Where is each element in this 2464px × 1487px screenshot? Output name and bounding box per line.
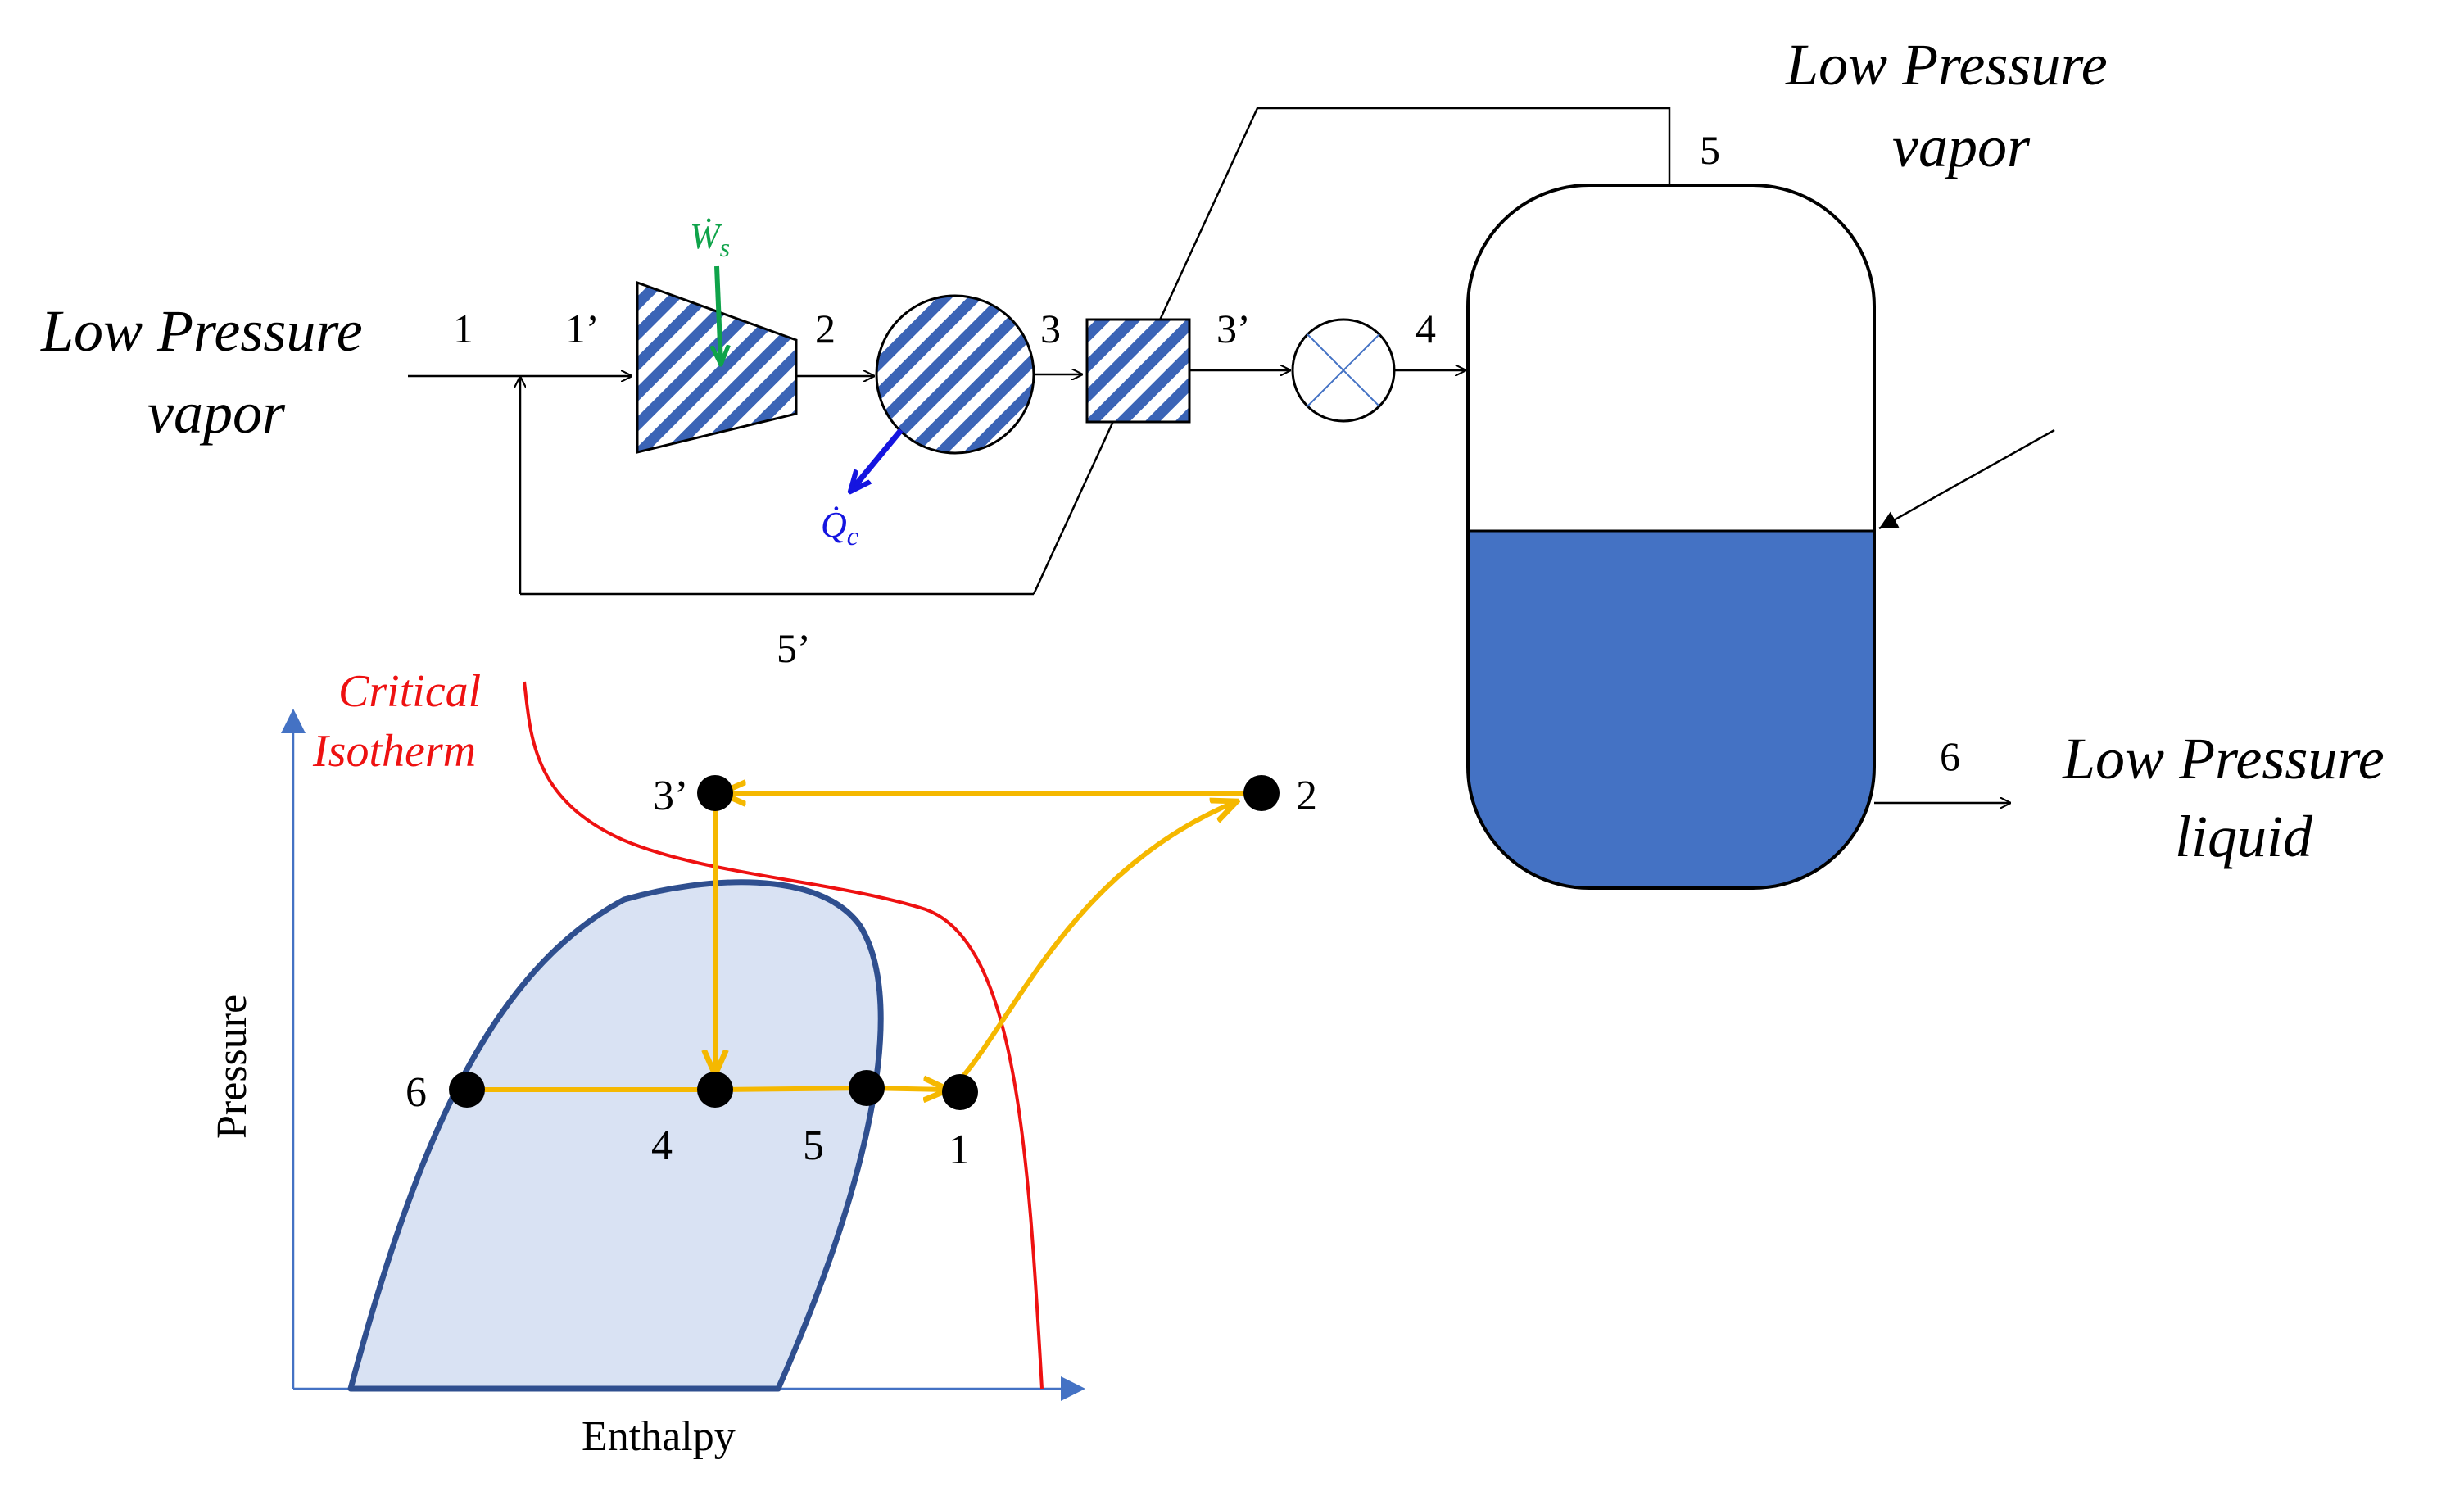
liquid-level	[1468, 531, 1874, 888]
stream-label-2: 2	[815, 306, 836, 351]
flash-drum	[1466, 184, 1876, 890]
liquid-outlet-description: Low Pressure liquid	[2062, 726, 2385, 869]
x-axis-label: Enthalpy	[582, 1413, 736, 1460]
refrigeration-cycle-path	[467, 793, 1261, 1090]
stream-label-1: 1	[453, 306, 473, 351]
pressure-enthalpy-diagram: 3’ 2 6 4 5 1 Critical Isotherm Enthalpy …	[209, 666, 1317, 1460]
heat-removal-label: Q̇c	[821, 505, 858, 551]
point-label-1: 1	[949, 1127, 970, 1173]
point-label-4: 4	[651, 1122, 673, 1169]
stream-label-6: 6	[1940, 733, 1960, 779]
stream-label-5: 5	[1700, 127, 1720, 173]
svg-text:liquid: liquid	[2175, 804, 2313, 869]
liquid-level-pointer	[1878, 428, 2055, 530]
stream-label-3: 3	[1040, 306, 1061, 351]
inlet-description: Low Pressure vapor	[40, 298, 363, 446]
shaft-work-arrow	[717, 265, 721, 365]
heat-exchanger	[1085, 318, 1191, 424]
state-point-6	[449, 1072, 485, 1108]
point-label-5: 5	[803, 1122, 824, 1169]
vapor-outlet-description: Low Pressure vapor	[1785, 32, 2108, 179]
y-axis-label: Pressure	[209, 995, 256, 1139]
point-label-2: 2	[1296, 773, 1317, 819]
shaft-work-label: Ẇs	[690, 216, 730, 262]
stream-label-3p: 3’	[1216, 306, 1251, 351]
path-1-to-2	[958, 801, 1237, 1081]
state-point-3p	[697, 775, 733, 811]
heat-removal-arrow	[850, 428, 904, 492]
stream-label-4: 4	[1415, 306, 1436, 351]
state-point-4	[697, 1072, 733, 1108]
path-4-to-5	[714, 1086, 867, 1092]
state-point-5	[849, 1070, 885, 1106]
state-point-1	[942, 1074, 978, 1110]
svg-text:Low Pressure: Low Pressure	[2062, 726, 2385, 791]
svg-text:vapor: vapor	[1892, 114, 2031, 179]
isotherm-label: Critical	[338, 666, 481, 717]
critical-isotherm	[523, 681, 1044, 1390]
isotherm-label-line2: Isotherm	[312, 726, 476, 777]
compressor	[636, 280, 798, 454]
saturation-dome	[347, 879, 884, 1392]
svg-text:vapor: vapor	[147, 380, 286, 446]
stream-label-5p: 5’	[777, 625, 811, 671]
state-point-2	[1243, 775, 1280, 811]
expansion-valve	[1291, 318, 1396, 423]
process-flow-diagram: 1 1’ 2 3 3’ 4 5 5’ 6 Ẇs Q̇c Low Pressure…	[40, 32, 2385, 890]
point-label-3p: 3’	[653, 773, 688, 819]
svg-text:Low Pressure: Low Pressure	[40, 298, 363, 364]
stream-label-1p: 1’	[565, 306, 600, 351]
svg-text:Low Pressure: Low Pressure	[1785, 32, 2108, 97]
point-label-6: 6	[405, 1069, 427, 1116]
